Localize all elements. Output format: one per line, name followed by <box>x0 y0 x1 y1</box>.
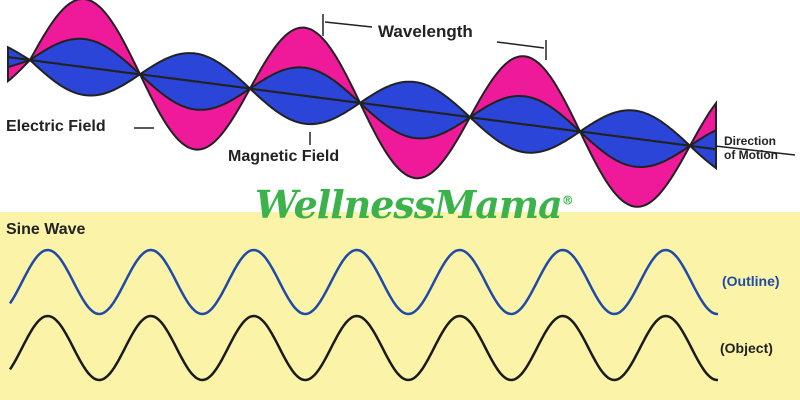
wavelength-label: Wavelength <box>378 22 473 41</box>
magnetic-field-label: Magnetic Field <box>228 148 340 165</box>
outline-label: (Outline) <box>722 273 780 289</box>
sine-wave-title: Sine Wave <box>6 221 86 238</box>
object-sine-wave <box>8 314 719 382</box>
outline-sine-wave <box>8 248 719 316</box>
wavelength-arrow <box>322 14 547 60</box>
magnetic-field-wave-front <box>7 37 717 168</box>
electric-field-label: Electric Field <box>6 118 106 135</box>
em-wave <box>7 0 717 208</box>
wellness-mama-logo: WellnessMama® <box>255 182 574 227</box>
object-label: (Object) <box>720 340 773 356</box>
label-arrows <box>134 127 796 156</box>
sine-wave-panel <box>0 212 800 400</box>
